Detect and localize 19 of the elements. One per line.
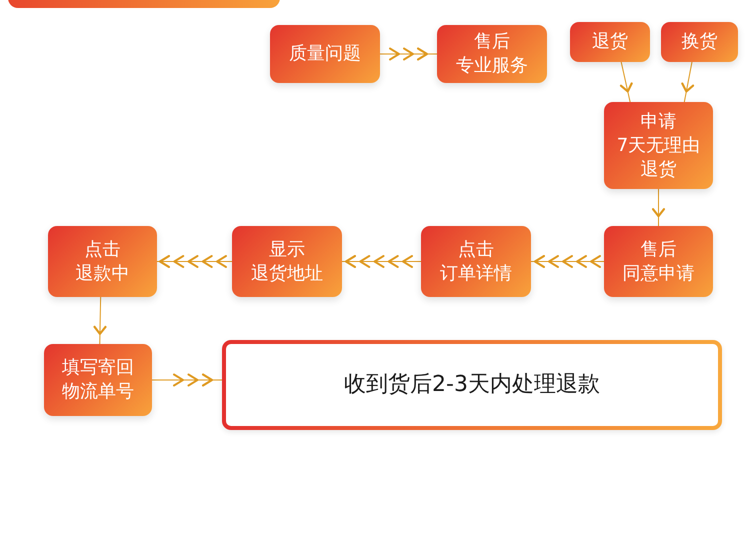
process-box: 质量问题 (270, 25, 380, 83)
process-box: 申请7天无理由退货 (604, 102, 713, 189)
process-box: 售后专业服务 (437, 25, 547, 83)
process-box: 点击订单详情 (421, 226, 531, 297)
process-box: 填写寄回物流单号 (44, 344, 152, 416)
chevron-arrow (342, 255, 422, 268)
chevron-arrow (530, 255, 604, 268)
process-box: 售后同意申请 (604, 226, 713, 297)
chevron-arrow (156, 255, 232, 268)
process-box: 退货 (570, 22, 650, 62)
chevron-arrow (93, 296, 107, 344)
chevron-arrow (152, 374, 222, 386)
process-box: 点击退款中 (48, 226, 157, 297)
chevron-arrow (620, 62, 633, 102)
process-box: 换货 (661, 22, 738, 62)
chevron-arrow (380, 48, 438, 60)
process-box: 显示退货地址 (232, 226, 342, 297)
chevron-arrow (681, 62, 694, 102)
chevron-arrow (652, 188, 665, 226)
